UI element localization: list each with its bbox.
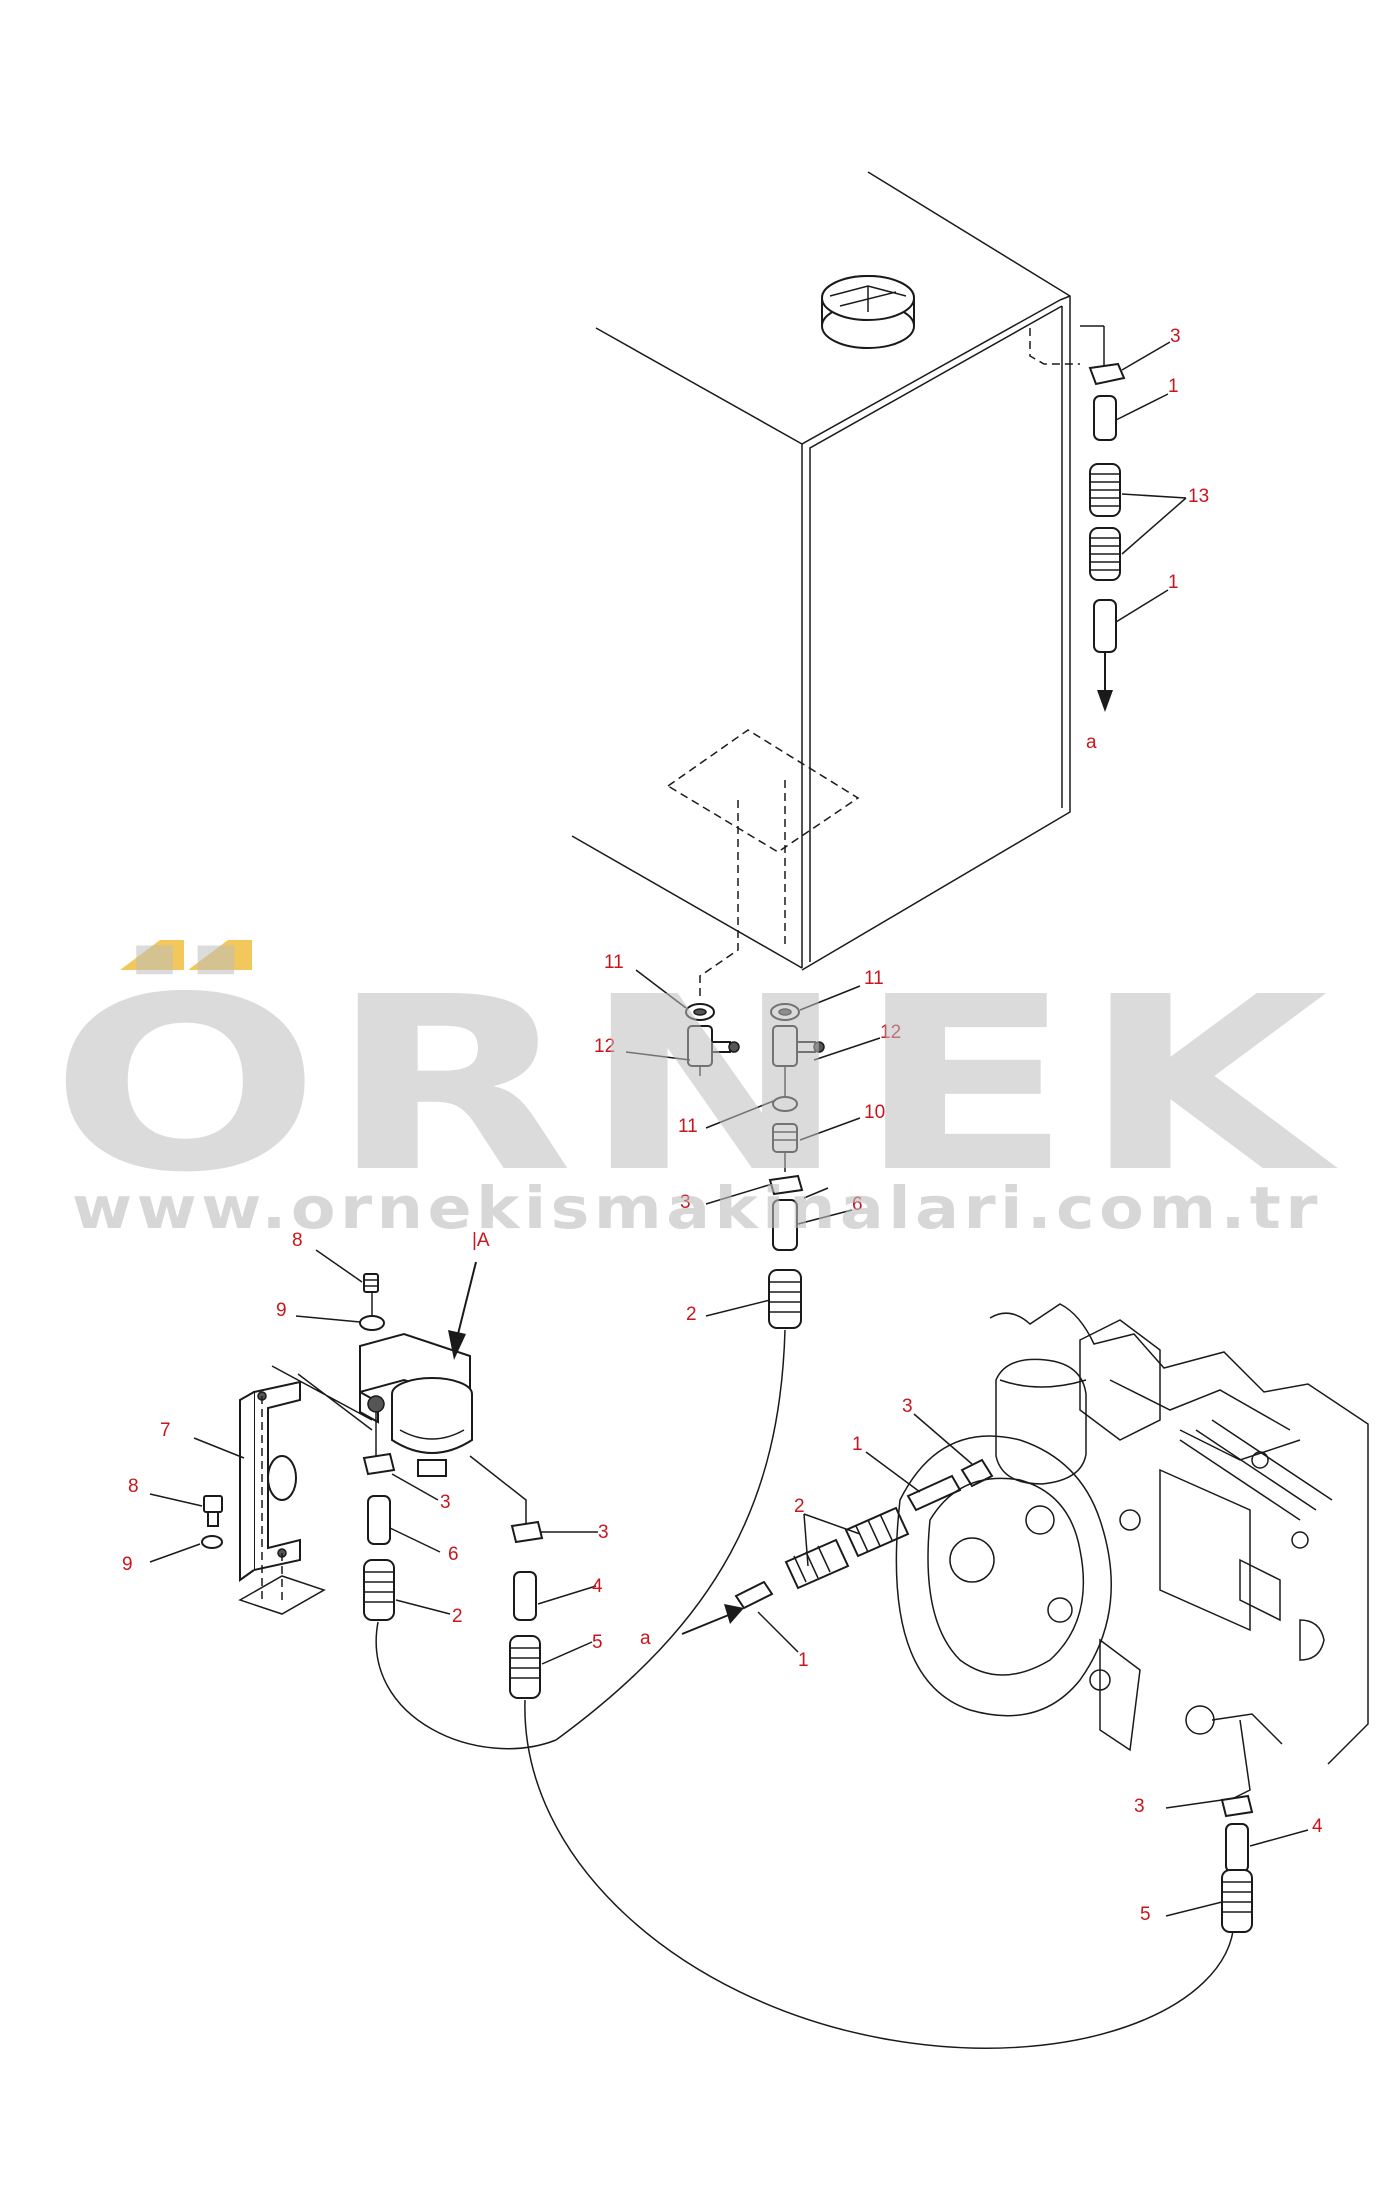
tank-return-line <box>1080 325 1126 712</box>
hose-2-center <box>784 1506 910 1590</box>
center-hose-assembly <box>681 1458 994 1635</box>
callout-tank-right-1-bottom: 1 <box>1168 572 1179 593</box>
mounting-bracket <box>201 1365 373 1615</box>
arrow-a-down <box>1097 690 1113 712</box>
callout-valve-left-11: 11 <box>604 952 624 973</box>
hose-end-4 <box>513 1571 537 1621</box>
left-drain-valve <box>685 1003 740 1076</box>
callout-filter-in-5: 5 <box>592 1632 603 1653</box>
hose-end-1-top <box>1093 395 1117 441</box>
callout-valve-right-11-top: 11 <box>864 968 884 989</box>
callout-tank-right-13: 13 <box>1188 486 1209 507</box>
callout-bracket-7: 7 <box>160 1420 171 1441</box>
hose-5-filter <box>509 1635 541 1699</box>
filter-outlet-line <box>362 1412 557 1750</box>
hose-end-4-engine <box>1225 1823 1249 1873</box>
callout-engine-5: 5 <box>1140 1904 1151 1925</box>
watermark-umlaut-left <box>120 940 184 970</box>
hose-13 <box>1089 463 1121 581</box>
callout-bracket-9: 9 <box>122 1554 133 1575</box>
callout-valve-right-10: 10 <box>864 1102 885 1123</box>
callout-engine-3-bottom: 3 <box>1134 1796 1145 1817</box>
watermark: ÖRNEK www.ornekismakinalari.com.tr <box>50 940 1339 1242</box>
callout-engine-3-top: 3 <box>902 1396 913 1417</box>
filter-inlet-line <box>469 1455 1235 2049</box>
callout-valve-right-12: 12 <box>880 1022 901 1043</box>
feed-hose-tank <box>555 1329 786 1741</box>
right-shutoff-valve <box>768 1003 825 1329</box>
clamp-3-filter-out <box>362 1452 396 1476</box>
hose-5-engine <box>1221 1869 1253 1933</box>
engine-inlet-line <box>1220 1794 1254 1933</box>
hose-end-6-filter <box>367 1495 391 1545</box>
filler-cap <box>821 275 915 349</box>
hose-end-6 <box>772 1199 798 1251</box>
callout-filter-out-3: 3 <box>440 1492 451 1513</box>
callout-filter-out-6: 6 <box>448 1544 459 1565</box>
hose-end-1-bottom <box>1093 599 1117 653</box>
clamp-3-engine <box>1220 1794 1254 1818</box>
callout-center-1-bottom: 1 <box>798 1650 809 1671</box>
callout-bracket-8: 8 <box>128 1476 139 1497</box>
callout-filter-9-top: 9 <box>276 1300 287 1321</box>
callout-filter-in-4: 4 <box>592 1576 603 1597</box>
callout-center-2: 2 <box>794 1496 805 1517</box>
callout-filter-out-2: 2 <box>452 1606 463 1627</box>
clamp-3-valve <box>768 1174 804 1196</box>
watermark-umlaut-right <box>188 940 252 970</box>
callout-tank-right-3: 3 <box>1170 326 1181 347</box>
watermark-url: www.ornekismakinalari.com.tr <box>72 1174 1322 1242</box>
callout-line-2: 2 <box>686 1304 697 1325</box>
hose-end-1-center <box>906 1474 962 1512</box>
callouts: 3 1 13 1 a 11 12 11 12 11 10 3 6 2 |A 8 … <box>122 326 1323 1925</box>
watermark-brand: ÖRNEK <box>50 944 1339 1225</box>
callout-tank-right-a: a <box>1086 732 1097 753</box>
hose-2-tank <box>768 1269 802 1329</box>
engine <box>895 1303 1369 1801</box>
callout-tank-right-1-top: 1 <box>1168 376 1179 397</box>
leader-lines <box>149 341 1309 1917</box>
fuel-filter <box>359 1273 473 1477</box>
clamp-3-filter-in <box>510 1520 544 1544</box>
callout-line-6: 6 <box>852 1194 863 1215</box>
fuel-tank <box>571 171 1080 998</box>
callout-center-a: a <box>640 1628 651 1649</box>
clamp-3-tank <box>1088 362 1126 386</box>
callout-engine-4: 4 <box>1312 1816 1323 1837</box>
callout-center-1-top: 1 <box>852 1434 863 1455</box>
callout-filter-in-3: 3 <box>598 1522 609 1543</box>
hose-2-filter <box>363 1559 395 1621</box>
callout-line-3: 3 <box>680 1192 691 1213</box>
callout-valve-right-11-bottom: 11 <box>678 1116 698 1137</box>
callout-filter-view-a: |A <box>472 1230 490 1251</box>
callout-valve-left-12: 12 <box>594 1036 615 1057</box>
callout-filter-8-top: 8 <box>292 1230 303 1251</box>
view-a-arrow <box>448 1261 477 1360</box>
